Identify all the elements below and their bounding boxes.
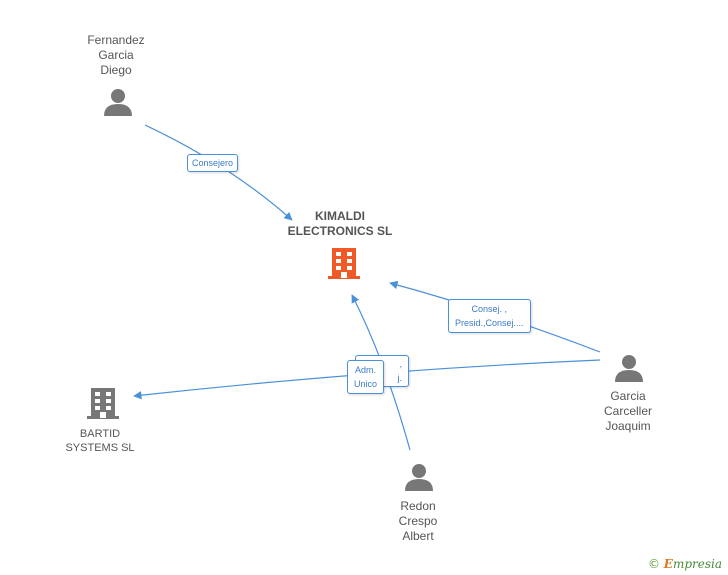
brand-name: mpresia <box>672 557 722 571</box>
role-line: Unico <box>354 379 378 389</box>
building-icon[interactable] <box>328 248 360 279</box>
name-line: Redon <box>400 499 436 513</box>
name-line: Joaquim <box>605 419 651 433</box>
name-line: BARTID <box>79 428 121 440</box>
name-line: Fernandez <box>87 33 145 47</box>
brand-initial: E <box>663 557 673 571</box>
edge-label-consejero[interactable]: Consejero <box>187 154 239 172</box>
company-label-bartid[interactable]: BARTID SYSTEMS SL <box>65 427 134 455</box>
person-label-fernandez[interactable]: Fernandez Garcia Diego <box>87 33 144 78</box>
name-line: ELECTRONICS SL <box>287 224 393 238</box>
name-line: KIMALDI <box>314 209 365 223</box>
person-label-garcia[interactable]: Garcia Carceller Joaquim <box>604 389 652 434</box>
role-line: Consej. , <box>471 304 508 314</box>
name-line: Garcia <box>610 389 646 403</box>
person-label-redon[interactable]: Redon Crespo Albert <box>399 499 438 544</box>
role-line: Presid.,Consej.... <box>455 318 524 328</box>
building-icon[interactable] <box>87 388 119 419</box>
name-line: Crespo <box>398 514 438 528</box>
name-line: Diego <box>100 63 132 77</box>
person-icon[interactable] <box>615 355 643 382</box>
person-icon[interactable] <box>405 464 433 491</box>
role-line: Adm. <box>355 365 377 375</box>
edge-label-adm-unico[interactable]: Adm. Unico <box>347 360 385 394</box>
copyright-symbol: © <box>647 557 660 571</box>
edge-fernandez-kimaldi <box>144 124 293 221</box>
role-line: Consejero <box>192 158 234 168</box>
person-icon[interactable] <box>104 89 132 116</box>
name-line: Carceller <box>603 404 653 418</box>
role-line: , <box>399 359 402 369</box>
name-line: SYSTEMS SL <box>65 442 135 454</box>
role-line: j. <box>397 373 403 383</box>
company-label-kimaldi[interactable]: KIMALDI ELECTRONICS SL <box>288 209 393 239</box>
name-line: Garcia <box>98 48 134 62</box>
name-line: Albert <box>402 529 434 543</box>
empresia-logo[interactable]: © Empresia <box>648 557 722 571</box>
edge-label-consej-presid[interactable]: Consej. , Presid.,Consej.... <box>448 299 531 333</box>
